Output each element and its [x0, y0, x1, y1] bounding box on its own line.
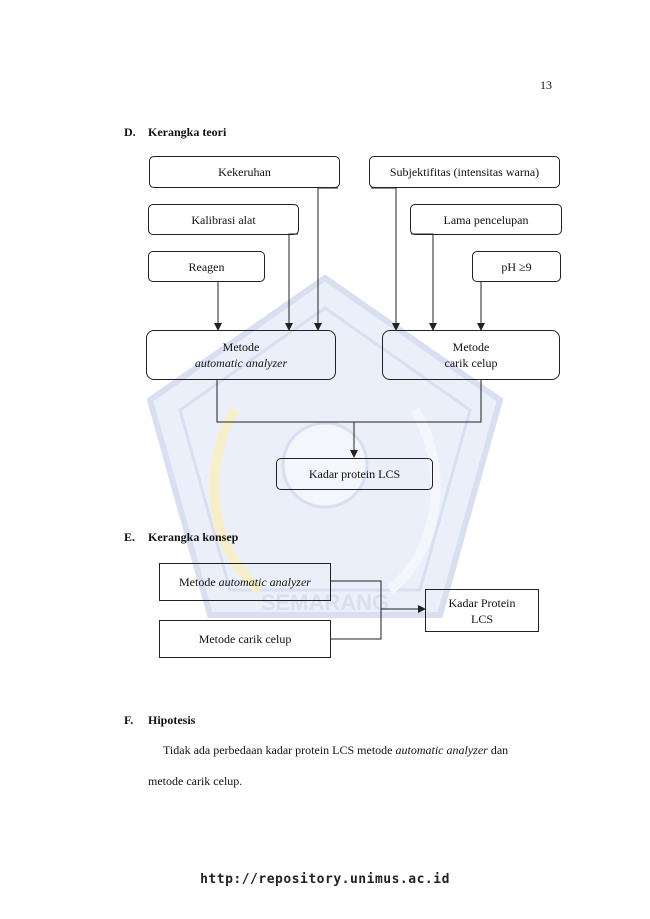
section-f-letter: F. [124, 713, 134, 727]
konsep-auto-prefix: Metode [179, 575, 219, 589]
box-metode-automatic-analyzer: Metode automatic analyzer [146, 330, 336, 380]
auto-line1: Metode [222, 340, 260, 354]
carik-line2: carik celup [444, 356, 498, 370]
hipotesis-line1-b: dan [487, 743, 509, 757]
auto-line2: automatic analyzer [194, 356, 288, 370]
box-reagen: Reagen [148, 251, 265, 282]
merge-line [216, 380, 482, 423]
university-seal-watermark: SEMARANG [146, 274, 504, 618]
hipotesis-line1-italic: automatic analyzer [395, 743, 488, 757]
konsep-kadar-line1: Kadar Protein [448, 595, 516, 610]
hipotesis-line1: Tidak ada perbedaan kadar protein LCS me… [163, 742, 508, 758]
section-d-title: Kerangka teori [148, 125, 227, 139]
hipotesis-line1-a: Tidak ada perbedaan kadar protein LCS me… [163, 743, 396, 757]
box-kadar-protein-lcs: Kadar protein LCS [276, 458, 433, 490]
arrow-kekeruhan [314, 187, 338, 331]
arrow-kalibrasi [285, 233, 298, 331]
box-kekeruhan: Kekeruhan [149, 156, 340, 188]
section-e-title: Kerangka konsep [148, 530, 239, 544]
hipotesis-line2: metode carik celup. [148, 774, 243, 788]
box-lama-pencelupan: Lama pencelupan [410, 204, 562, 235]
box-ph: pH ≥9 [472, 251, 561, 282]
section-d-letter: D. [124, 125, 136, 139]
box-subjektifitas: Subjektifitas (intensitas warna) [369, 156, 560, 188]
section-e-letter: E. [124, 530, 136, 544]
konsep-kadar-line2: LCS [470, 611, 493, 626]
konsep-auto-italic: automatic analyzer [218, 575, 311, 589]
konsep-box-kadar-protein: Kadar Protein LCS [425, 589, 539, 632]
konsep-line-auto [331, 580, 382, 640]
watermark-text: SEMARANG [261, 590, 389, 615]
arrow-lama [411, 233, 437, 331]
section-e-heading: E. Kerangka konsep [124, 530, 238, 545]
box-kalibrasi-alat: Kalibrasi alat [148, 204, 299, 235]
arrow-subjektifitas [371, 187, 400, 331]
section-d-heading: D. Kerangka teori [124, 125, 226, 140]
box-metode-carik-celup: Metode carik celup [382, 330, 560, 380]
section-f-title: Hipotesis [148, 713, 196, 727]
footer-url: http://repository.unimus.ac.id [200, 872, 450, 887]
section-f-heading: F. Hipotesis [124, 713, 195, 728]
carik-line1: Metode [452, 340, 490, 354]
konsep-box-carik-celup: Metode carik celup [159, 620, 331, 658]
page-number: 13 [540, 78, 552, 92]
konsep-box-automatic-analyzer: Metode automatic analyzer [159, 563, 331, 601]
